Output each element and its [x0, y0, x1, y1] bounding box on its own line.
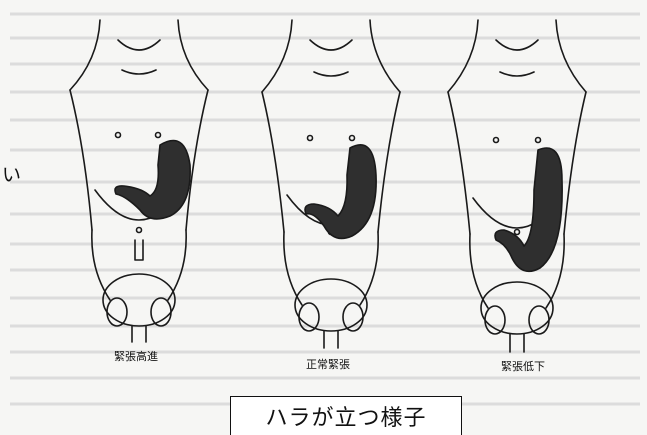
- figure-middle-torso: [262, 20, 400, 348]
- caption-text: ハラが立つ様子: [265, 400, 426, 432]
- figure-right-torso: [448, 20, 586, 352]
- figure-label-left: 緊張高進: [114, 348, 158, 364]
- figure-left-stomach: [115, 141, 190, 219]
- figure-label-right: 緊張低下: [501, 358, 545, 374]
- cropped-text-fragment: い: [2, 160, 21, 187]
- caption-box: ハラが立つ様子: [230, 396, 462, 435]
- figure-label-middle: 正常緊張: [306, 356, 350, 372]
- figure-middle-stomach: [305, 145, 376, 239]
- figure-right-stomach: [495, 148, 562, 271]
